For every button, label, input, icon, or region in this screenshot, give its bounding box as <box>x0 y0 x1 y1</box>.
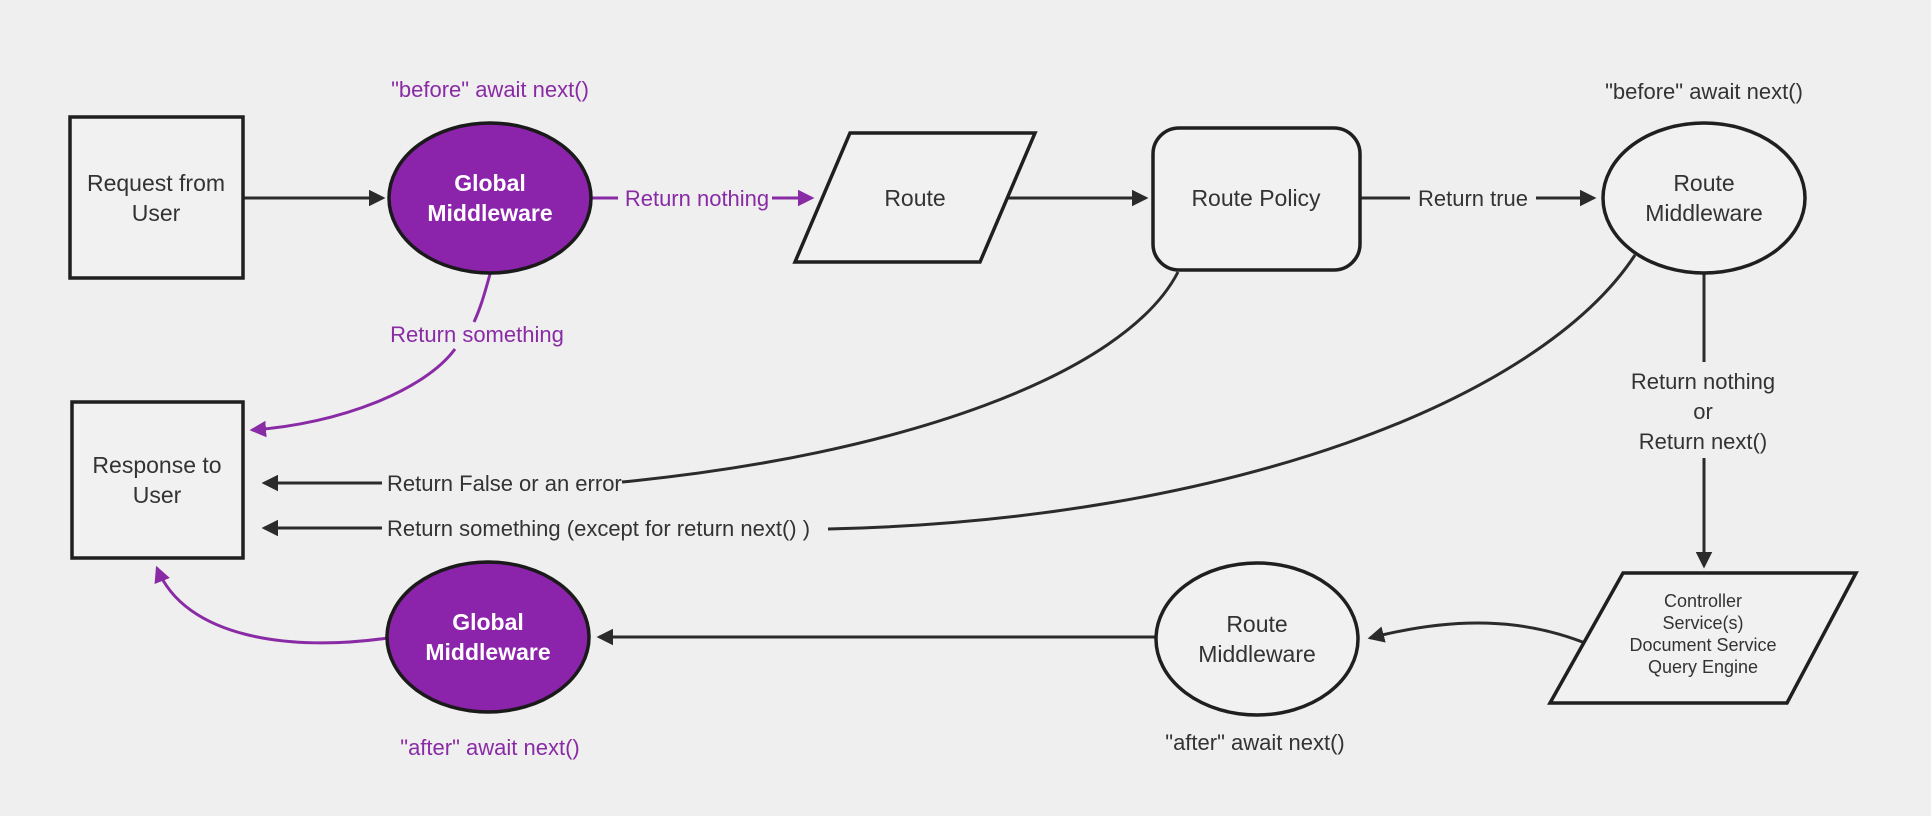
edge-route-middleware-to-response-curve <box>827 254 1637 531</box>
edge-return-something-bottom-segment <box>249 348 457 438</box>
annotation-after-await-route: "after" await next() <box>1165 730 1344 755</box>
route-parallelogram <box>792 131 1038 264</box>
edge-label-return-nothing-or-line3: Return next() <box>1639 429 1767 454</box>
edge-label-return-something-except: Return something (except for return next… <box>387 516 810 541</box>
edge-label-return-false-or-error: Return False or an error <box>387 471 622 496</box>
route-middleware-bottom-label-line2: Middleware <box>1198 641 1316 667</box>
annotation-after-await-global: "after" await next() <box>400 735 579 760</box>
edge-label-return-nothing-or-line1: Return nothing <box>1631 369 1775 394</box>
global-middleware-bottom-label-line1: Global <box>452 609 524 635</box>
global-middleware-top-label-line1: Global <box>454 170 526 196</box>
edge-controller-to-route-middleware-bottom <box>1367 621 1591 647</box>
annotation-before-await-global: "before" await next() <box>391 77 589 102</box>
edge-label-return-true: Return true <box>1418 186 1528 211</box>
response-box-label-line2: User <box>133 482 182 508</box>
route-middleware-top-label-line1: Route <box>1673 170 1734 196</box>
edge-global-middleware-bottom-to-response <box>154 565 389 645</box>
edge-label-return-something: Return something <box>390 322 564 347</box>
route-middleware-bottom-ellipse <box>1154 561 1360 717</box>
controller-label-line3: Document Service <box>1629 635 1776 655</box>
edge-route-policy-to-response-curve <box>621 271 1180 484</box>
response-to-user-box <box>70 400 245 560</box>
edge-return-something-top-segment <box>472 273 492 323</box>
controller-parallelogram <box>1547 571 1859 705</box>
request-box-label-line2: User <box>132 200 181 226</box>
edge-label-return-nothing: Return nothing <box>625 186 769 211</box>
annotation-before-await-route: "before" await next() <box>1605 79 1803 104</box>
global-middleware-bottom-ellipse <box>385 560 591 714</box>
route-policy-label: Route Policy <box>1191 185 1321 211</box>
request-box-label-line1: Request from <box>87 170 225 196</box>
global-middleware-top-ellipse <box>387 121 593 275</box>
route-middleware-top-ellipse <box>1601 121 1807 275</box>
route-middleware-top-label-line2: Middleware <box>1645 200 1763 226</box>
global-middleware-top-label-line2: Middleware <box>427 200 552 226</box>
controller-label-line4: Query Engine <box>1648 657 1758 677</box>
global-middleware-bottom-label-line2: Middleware <box>425 639 550 665</box>
route-label: Route <box>884 185 945 211</box>
request-from-user-box <box>68 115 245 280</box>
controller-label-line1: Controller <box>1664 591 1742 611</box>
edge-label-return-nothing-or-line2: or <box>1693 399 1713 424</box>
route-middleware-bottom-label-line1: Route <box>1226 611 1287 637</box>
route-policy-box <box>1151 126 1362 272</box>
controller-label-line2: Service(s) <box>1662 613 1743 633</box>
response-box-label-line1: Response to <box>92 452 221 478</box>
